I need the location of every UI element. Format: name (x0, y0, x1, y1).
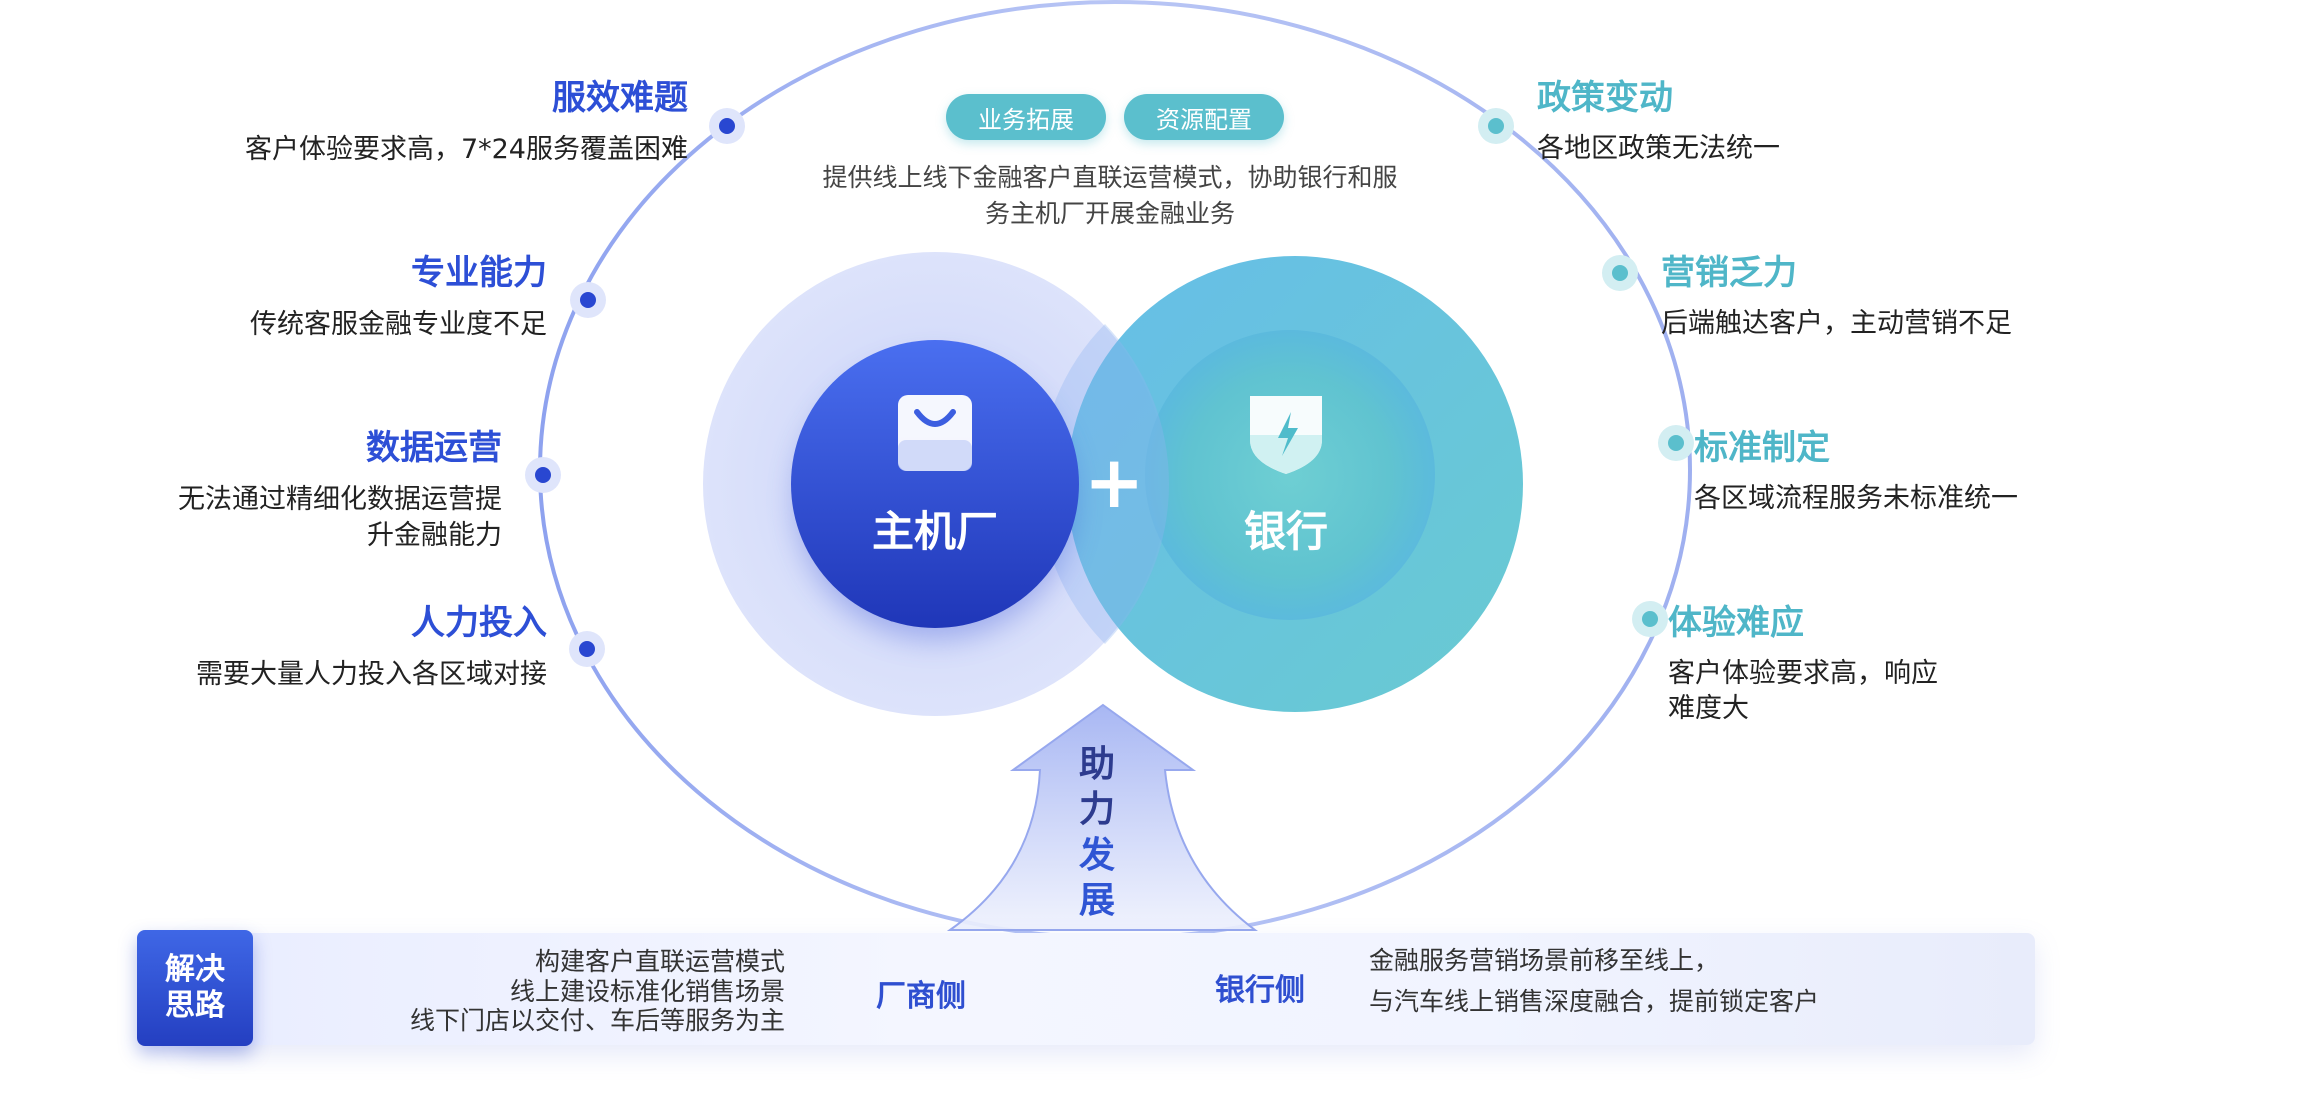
desc-line: 构建客户直联运营模式 (534, 947, 785, 976)
boost-development-text: 助 力 发 展 (1072, 742, 1122, 923)
right-issue-3: 标准制定 各区域流程服务未标准统一 (1694, 428, 2018, 516)
arrow-char: 力 (1078, 789, 1115, 831)
issue-desc: 各地区政策无法统一 (1537, 132, 1780, 164)
solution-label-line: 思路 (165, 988, 225, 1023)
oem-side-description: 构建客户直联运营模式 线上建设标准化销售场景 线下门店以交付、车后等服务为主 (410, 947, 785, 1036)
issue-desc: 客户体验要求高，响应 (1668, 657, 1938, 689)
right-issue-1: 政策变动 各地区政策无法统一 (1537, 78, 1780, 166)
issue-desc: 需要大量人力投入各区域对接 (196, 659, 547, 690)
left-issue-4-desc: 需要大量人力投入各区域对接 (196, 657, 547, 693)
bank-label: 银行 (1243, 507, 1328, 556)
issue-title: 政策变动 (1537, 78, 1673, 118)
arrow-char: 展 (1078, 880, 1115, 922)
issue-desc: 客户体验要求高，7*24服务覆盖困难 (244, 134, 688, 165)
issue-desc: 后端触达客户，主动营销不足 (1661, 307, 2012, 339)
right-circle-inner (1145, 330, 1435, 620)
issue-desc: 升金融能力 (367, 519, 502, 551)
boost-arrow (946, 703, 1258, 931)
desc-line: 与汽车线上销售深度融合，提前锁定客户 (1369, 987, 1820, 1017)
bank-side-description: 金融服务营销场景前移至线上， 与汽车线上销售深度融合，提前锁定客户 (1369, 940, 1819, 1023)
issue-desc: 各区域流程服务未标准统一 (1694, 482, 2018, 514)
left-issue-3: 数据运营 (366, 428, 502, 469)
solution-badge: 解决 思路 (137, 930, 253, 1046)
left-node-dots (525, 108, 745, 667)
left-issue-1: 服效难题 (552, 78, 688, 119)
issue-title: 营销乏力 (1661, 253, 1797, 293)
issue-title: 标准制定 (1694, 428, 1830, 468)
top-desc-line: 务主机厂开展金融业务 (984, 199, 1235, 229)
right-issue-4: 体验难应 客户体验要求高，响应 难度大 (1668, 603, 1938, 727)
top-desc-line: 提供线上线下金融客户直联运营模式，协助银行和服 (822, 163, 1398, 192)
right-node-dots (1478, 108, 1694, 637)
plus-sign: + (1084, 440, 1145, 524)
left-core-circle (791, 340, 1079, 628)
left-issue-2-desc: 传统客服金融专业度不足 (250, 307, 547, 343)
oem-label: 主机厂 (871, 507, 998, 556)
issue-title: 数据运营 (366, 428, 502, 468)
right-issue-2: 营销乏力 后端触达客户，主动营销不足 (1661, 253, 2012, 341)
shield-lightning-icon (1250, 396, 1322, 474)
left-issue-3-desc: 无法通过精细化数据运营提 升金融能力 (178, 482, 502, 553)
issue-desc: 难度大 (1668, 693, 1749, 725)
left-issue-4: 人力投入 (411, 603, 547, 644)
issue-title: 服效难题 (552, 78, 688, 118)
top-description: 提供线上线下金融客户直联运营模式，协助银行和服 务主机厂开展金融业务 (800, 160, 1420, 233)
desc-line: 金融服务营销场景前移至线上， (1369, 946, 1720, 975)
issue-title: 专业能力 (411, 253, 547, 293)
left-issue-2: 专业能力 (411, 253, 547, 294)
shopping-bag-icon (898, 395, 972, 471)
issue-desc: 无法通过精细化数据运营提 (178, 484, 502, 515)
solution-bar (185, 933, 2035, 1045)
oem-side-label: 厂商侧 (876, 979, 966, 1014)
bank-side-label: 银行侧 (1215, 973, 1305, 1008)
arrow-char: 助 (1078, 744, 1115, 785)
issue-title: 体验难应 (1668, 603, 1804, 643)
issue-title: 人力投入 (411, 603, 547, 643)
desc-line: 线下门店以交付、车后等服务为主 (409, 1006, 785, 1035)
desc-line: 线上建设标准化销售场景 (509, 976, 785, 1006)
solution-label-line: 解决 (165, 952, 225, 987)
arrow-char: 发 (1078, 834, 1115, 876)
pill-resource-allocation: 资源配置 (1124, 94, 1284, 140)
pill-business-expansion: 业务拓展 (946, 94, 1106, 140)
issue-desc: 传统客服金融专业度不足 (250, 309, 547, 340)
left-issue-1-desc: 客户体验要求高，7*24服务覆盖困难 (245, 132, 688, 168)
